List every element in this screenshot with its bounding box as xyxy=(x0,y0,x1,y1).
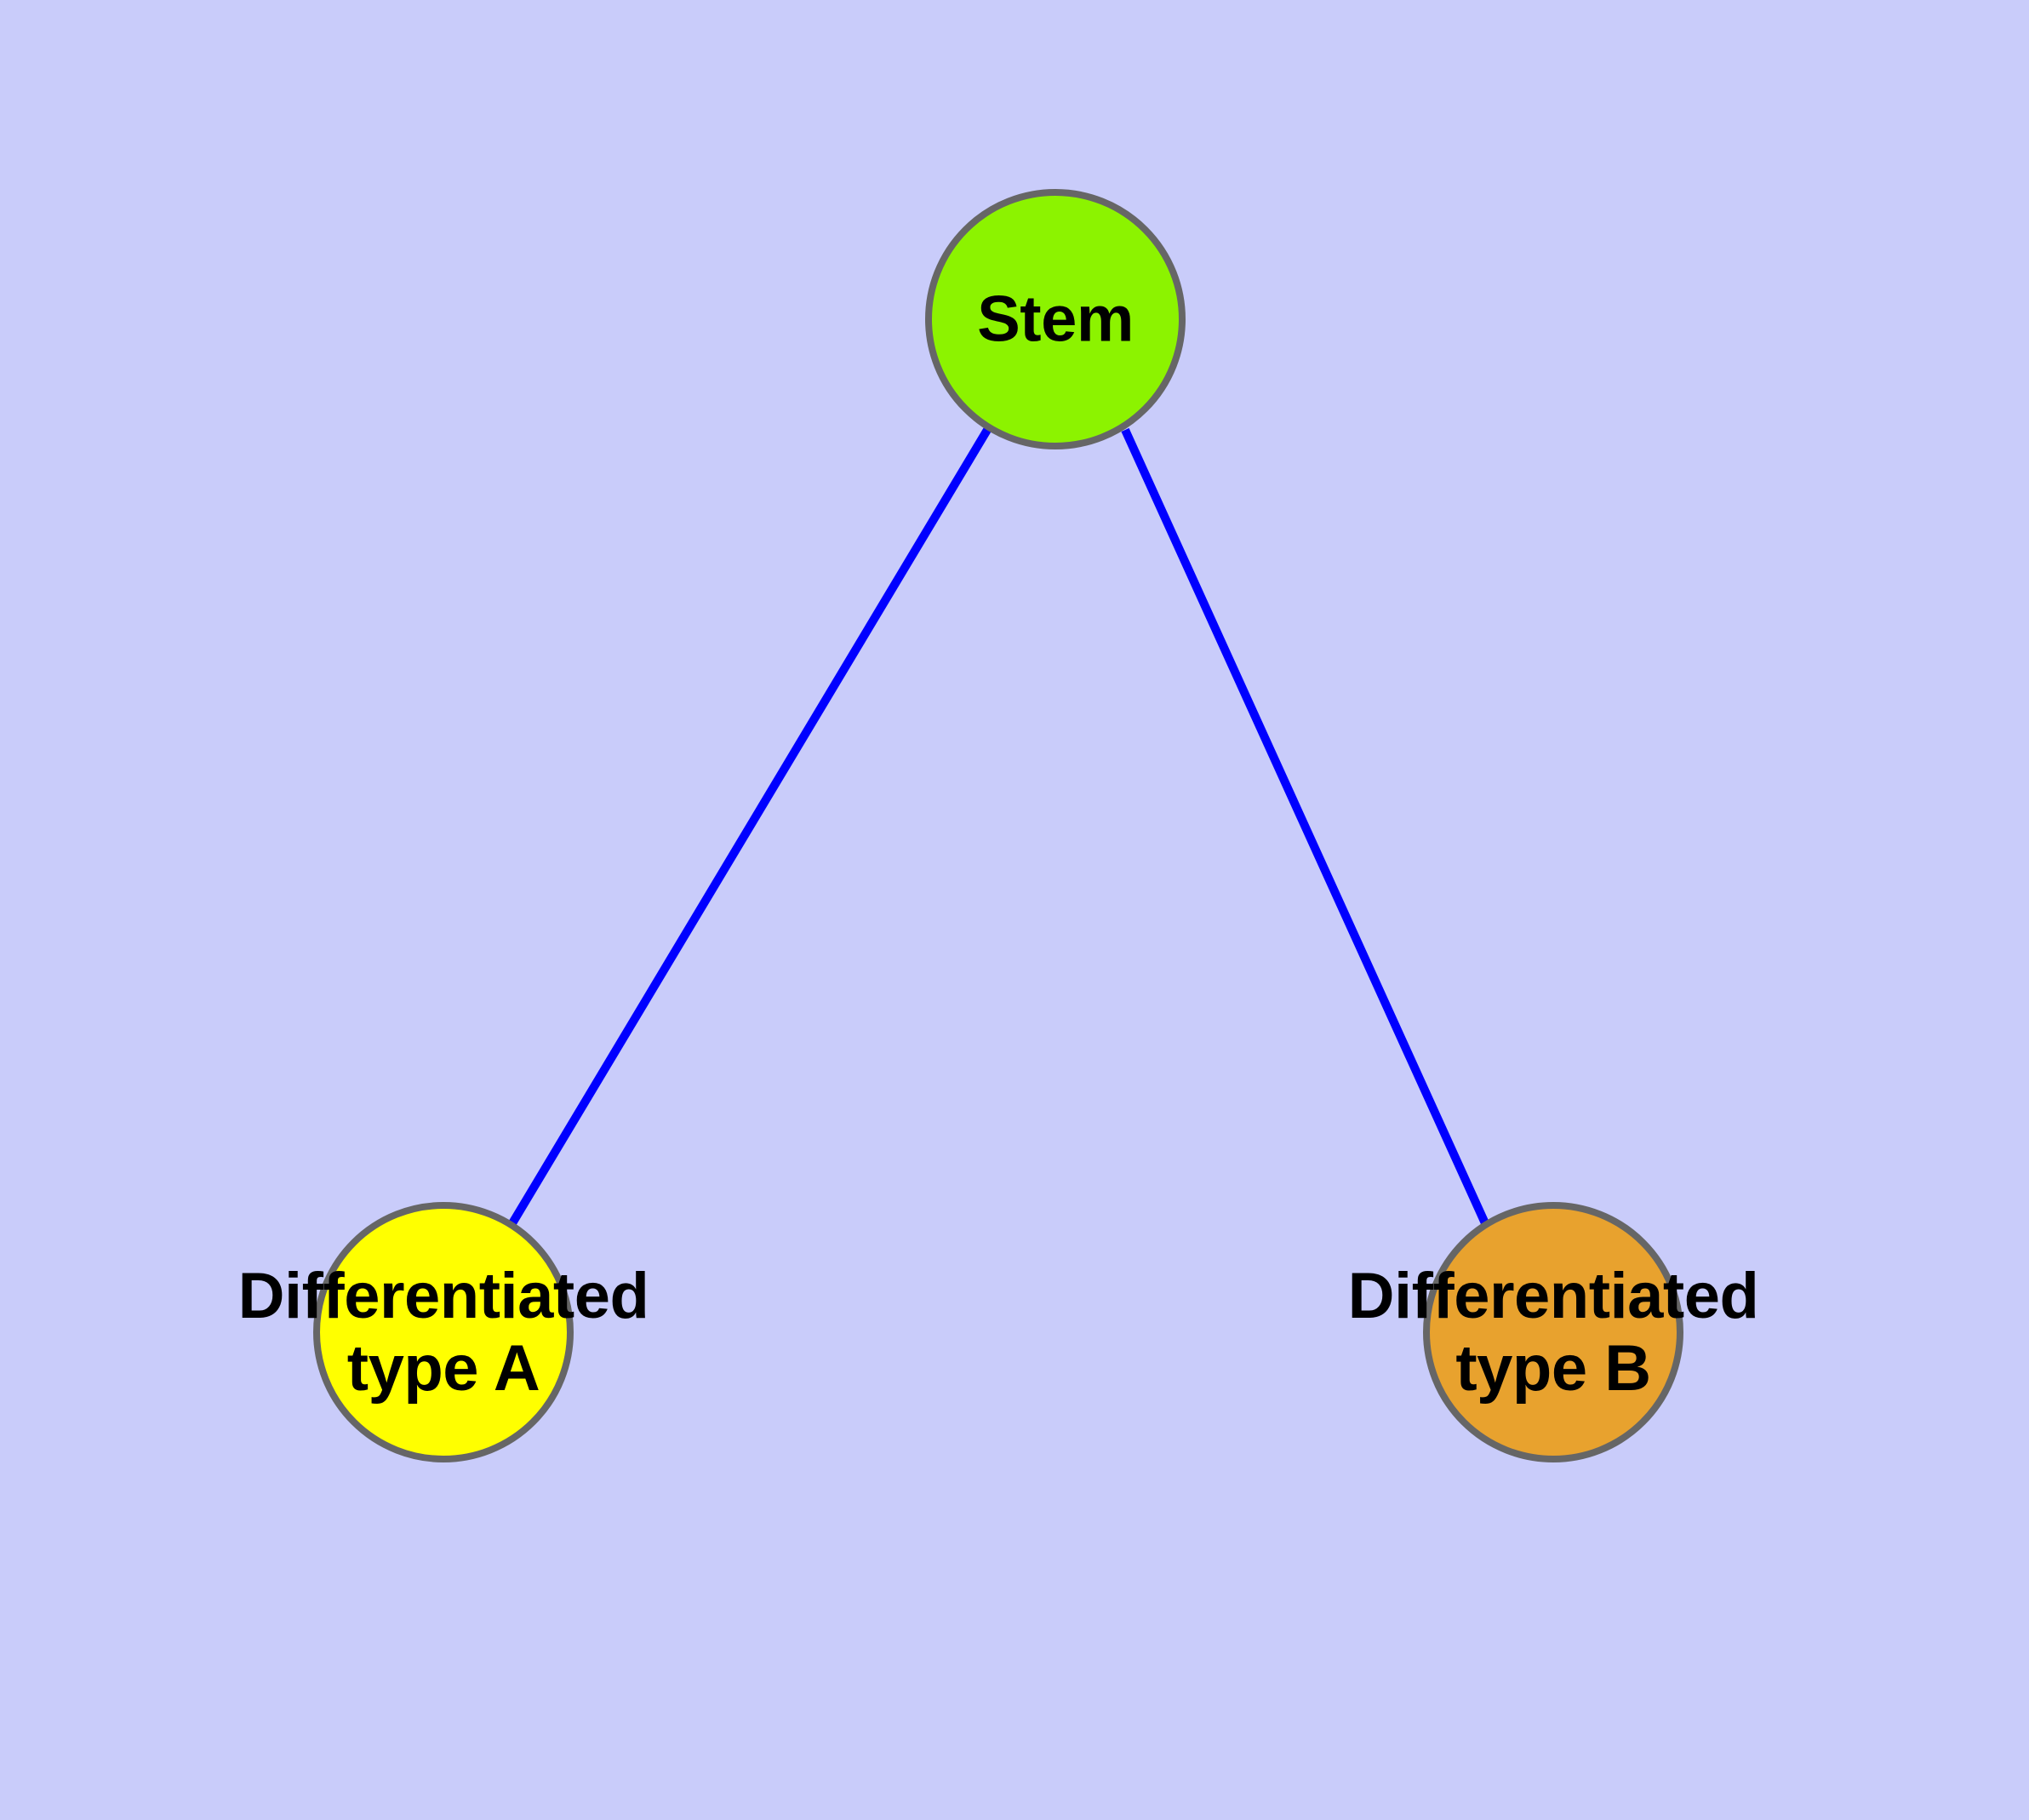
edge-stem-to-differentiated-type-b xyxy=(1121,427,1489,1226)
edge-stem-to-differentiated-type-a xyxy=(508,427,992,1226)
node-differentiated-type-a[interactable]: Differentiated type A xyxy=(238,1202,649,1462)
node-differentiated-type-b-label: Differentiated type B xyxy=(1347,1259,1759,1405)
node-stem-label: Stem xyxy=(977,283,1134,356)
node-differentiated-type-b[interactable]: Differentiated type B xyxy=(1348,1202,1759,1462)
node-stem[interactable]: Stem xyxy=(925,189,1186,449)
node-differentiated-type-a-label: Differentiated type A xyxy=(237,1259,649,1405)
